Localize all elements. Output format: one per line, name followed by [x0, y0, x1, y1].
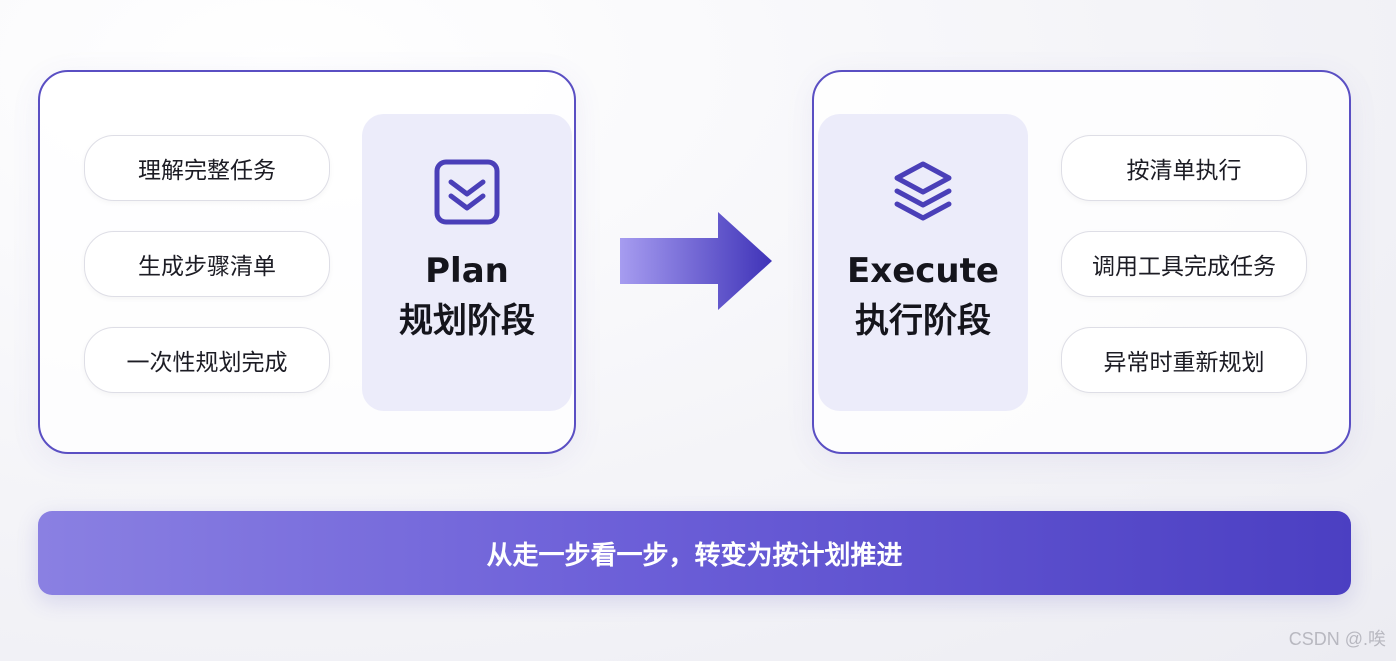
plan-stage-subtitle: 规划阶段 [399, 301, 535, 341]
plan-item-label: 一次性规划完成 [126, 350, 288, 376]
execute-stage-title: Execute [847, 251, 999, 291]
execute-item-replan-on-error: 异常时重新规划 [1061, 327, 1307, 393]
plan-stage-title: Plan [425, 251, 509, 291]
plan-item-one-time-planning: 一次性规划完成 [84, 327, 330, 393]
summary-banner-text: 从走一步看一步，转变为按计划推进 [486, 540, 903, 571]
checklist-down-icon [434, 159, 500, 225]
layers-icon [894, 161, 952, 221]
execute-panel: Execute 执行阶段 按清单执行 调用工具完成任务 异常时重新规划 [812, 70, 1351, 454]
execute-item-label: 异常时重新规划 [1103, 350, 1265, 376]
plan-item-label: 生成步骤清单 [138, 254, 276, 280]
execute-stage-card: Execute 执行阶段 [818, 114, 1028, 411]
plan-item-generate-steps: 生成步骤清单 [84, 231, 330, 297]
execute-item-call-tools: 调用工具完成任务 [1061, 231, 1307, 297]
plan-stage-card: Plan 规划阶段 [362, 114, 572, 411]
execute-stage-subtitle: 执行阶段 [855, 301, 991, 341]
execute-item-label: 按清单执行 [1126, 158, 1242, 184]
execute-item-label: 调用工具完成任务 [1092, 254, 1276, 280]
plan-panel: 理解完整任务 生成步骤清单 一次性规划完成 Plan 规划阶段 [38, 70, 576, 454]
right-arrow-icon [620, 212, 772, 310]
plan-item-understand-task: 理解完整任务 [84, 135, 330, 201]
summary-banner: 从走一步看一步，转变为按计划推进 [38, 511, 1351, 595]
execute-item-follow-checklist: 按清单执行 [1061, 135, 1307, 201]
plan-item-label: 理解完整任务 [138, 158, 276, 184]
watermark: CSDN @.唉 [1288, 629, 1386, 649]
